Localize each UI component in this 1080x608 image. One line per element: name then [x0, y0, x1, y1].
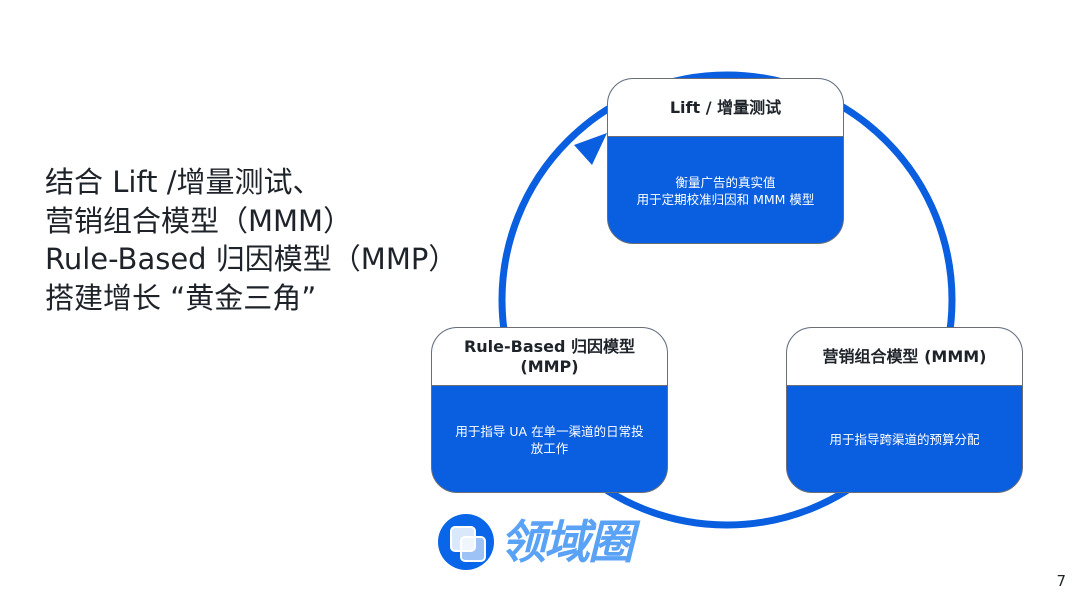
logo-icon [438, 514, 494, 570]
page-number: 7 [1056, 572, 1066, 590]
card-body: 衡量广告的真实值 用于定期校准归因和 MMM 模型 [608, 137, 843, 243]
card-text: 用于定期校准归因和 MMM 模型 [636, 191, 815, 207]
card-body: 用于指导跨渠道的预算分配 [787, 386, 1022, 492]
arrow-head-icon [574, 133, 607, 165]
title-line: 结合 Lift /增量测试、 [45, 165, 322, 199]
watermark: 领域圈 [438, 514, 738, 574]
card-mmm: 营销组合模型 (MMM) 用于指导跨渠道的预算分配 [786, 327, 1023, 493]
card-text: 放工作 [530, 440, 569, 456]
card-text: 用于指导跨渠道的预算分配 [829, 432, 980, 447]
card-header: 营销组合模型 (MMM) [787, 328, 1022, 386]
card-title: Rule-Based 归因模型 (MMP) [463, 336, 636, 376]
card-header: Lift / 增量测试 [608, 79, 843, 137]
card-lift: Lift / 增量测试 衡量广告的真实值 用于定期校准归因和 MMM 模型 [607, 78, 844, 244]
title-line: 搭建增长 “黄金三角” [45, 280, 317, 315]
card-rule-based: Rule-Based 归因模型 (MMP) 用于指导 UA 在单一渠道的日常投 … [431, 327, 668, 493]
title-line: 营销组合模型（MMM） [45, 203, 353, 238]
watermark-text: 领域圈 [500, 515, 634, 569]
card-text: 衡量广告的真实值 [675, 174, 776, 190]
cycle-ring [498, 71, 956, 529]
card-title: 营销组合模型 (MMM) [822, 346, 987, 366]
title-line: Rule-Based 归因模型（MMP） [45, 242, 458, 276]
card-header: Rule-Based 归因模型 (MMP) [432, 328, 667, 386]
card-text: 用于指导 UA 在单一渠道的日常投 [455, 423, 644, 439]
slide-title: 结合 Lift /增量测试、 营销组合模型（MMM） Rule-Based 归因… [45, 163, 457, 317]
card-body: 用于指导 UA 在单一渠道的日常投 放工作 [432, 386, 667, 492]
card-title: Lift / 增量测试 [669, 97, 782, 117]
